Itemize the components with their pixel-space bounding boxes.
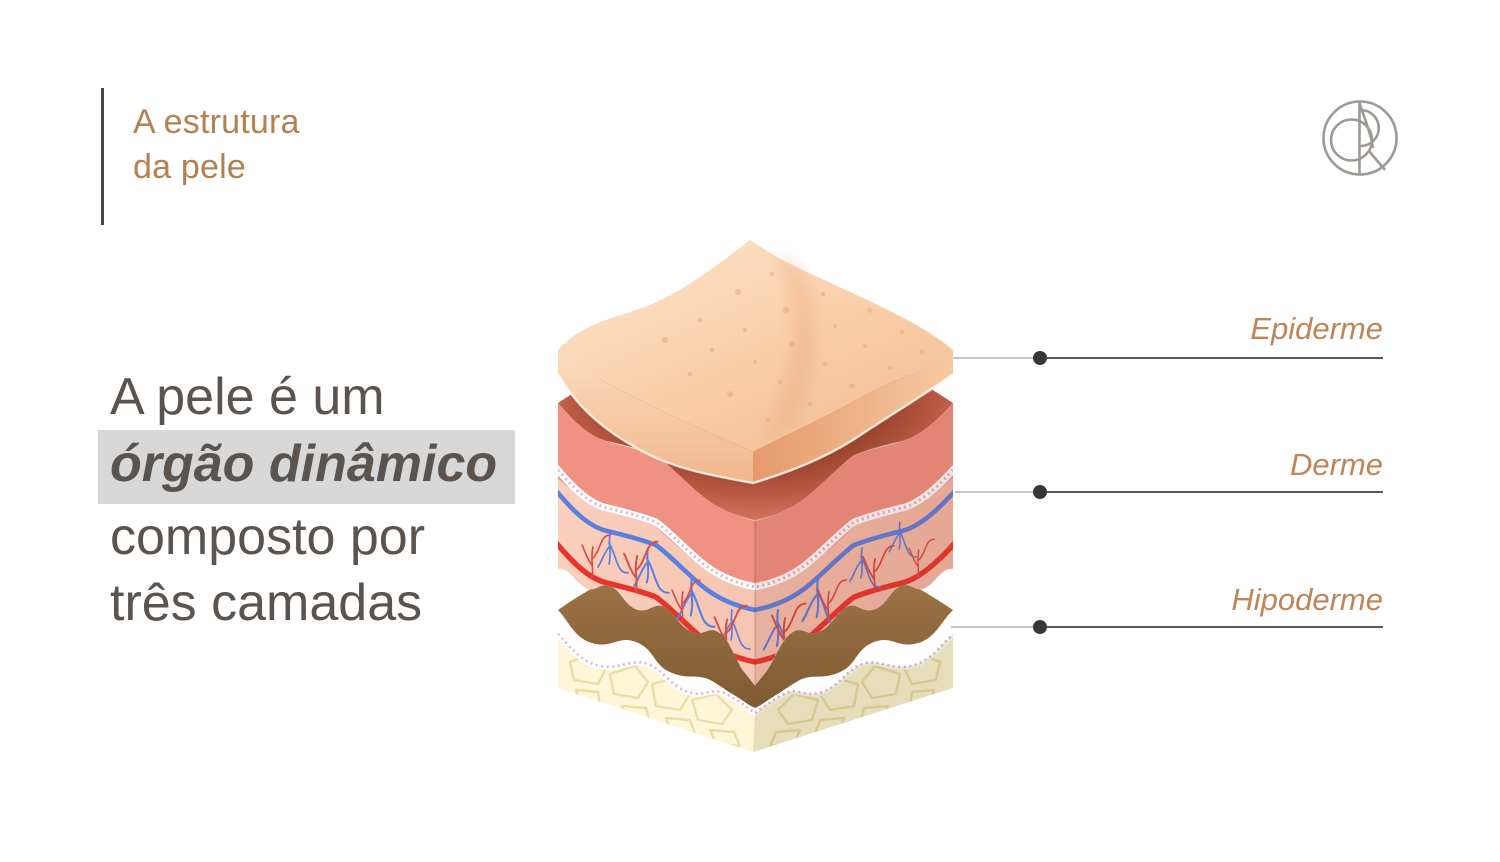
page-title-line2: da pele — [133, 148, 246, 186]
epidermis-bottom-highlight — [556, 373, 954, 485]
skin-layers-diagram — [553, 240, 958, 752]
logo-bowl — [1360, 108, 1381, 148]
dermis-right-shade — [755, 403, 953, 686]
blood-vessel-blue — [558, 489, 953, 613]
epidermis-top-face — [558, 240, 953, 452]
callout-dot-epiderme — [1033, 351, 1047, 365]
callout-line-light-derme — [955, 491, 1033, 493]
headline-line1: A pele é um — [110, 368, 385, 426]
headline-line3: composto por — [110, 508, 426, 566]
callout-label-hipoderme: Hipoderme — [1231, 582, 1383, 617]
headline-highlight: órgão dinâmico — [98, 430, 516, 504]
epidermis-underside-right — [753, 350, 953, 483]
callout-line-dark-derme — [1047, 491, 1383, 493]
hypodermis-fat-face — [558, 634, 953, 752]
basement-membrane-dots — [558, 468, 953, 589]
hypodermis-right-shade — [753, 634, 953, 752]
page-title: A estrutura da pele — [133, 100, 300, 190]
callout-label-derme: Derme — [1289, 447, 1383, 482]
callout-dot-derme — [1033, 485, 1047, 499]
skin-pores — [662, 272, 925, 440]
accent-bar — [101, 88, 104, 225]
logo-diagonal — [1358, 102, 1375, 149]
callout-line-light-hipoderme — [951, 626, 1033, 628]
dermis-papillary-band — [558, 403, 953, 583]
callout-line-dark-epiderme — [1047, 357, 1383, 359]
epidermis-surface-shade — [764, 252, 818, 442]
callout-line-light-epiderme — [953, 357, 1033, 359]
callout-dot-hipoderme — [1033, 620, 1047, 634]
hypodermis-membrane-dots — [557, 633, 954, 715]
callout-line-dark-hipoderme — [1047, 626, 1383, 628]
callout-label-epiderme: Epiderme — [1250, 311, 1383, 346]
epidermis-layer — [556, 240, 954, 485]
blood-vessel-red — [558, 541, 953, 665]
epidermis-underside-left — [558, 350, 753, 483]
logo-leg — [1368, 150, 1386, 171]
headline-line4: três camadas — [110, 574, 423, 632]
page-title-line1: A estrutura — [133, 103, 300, 141]
headline: A pele é um órgão dinâmico composto por … — [98, 364, 516, 636]
brand-logo-icon — [1322, 100, 1398, 176]
